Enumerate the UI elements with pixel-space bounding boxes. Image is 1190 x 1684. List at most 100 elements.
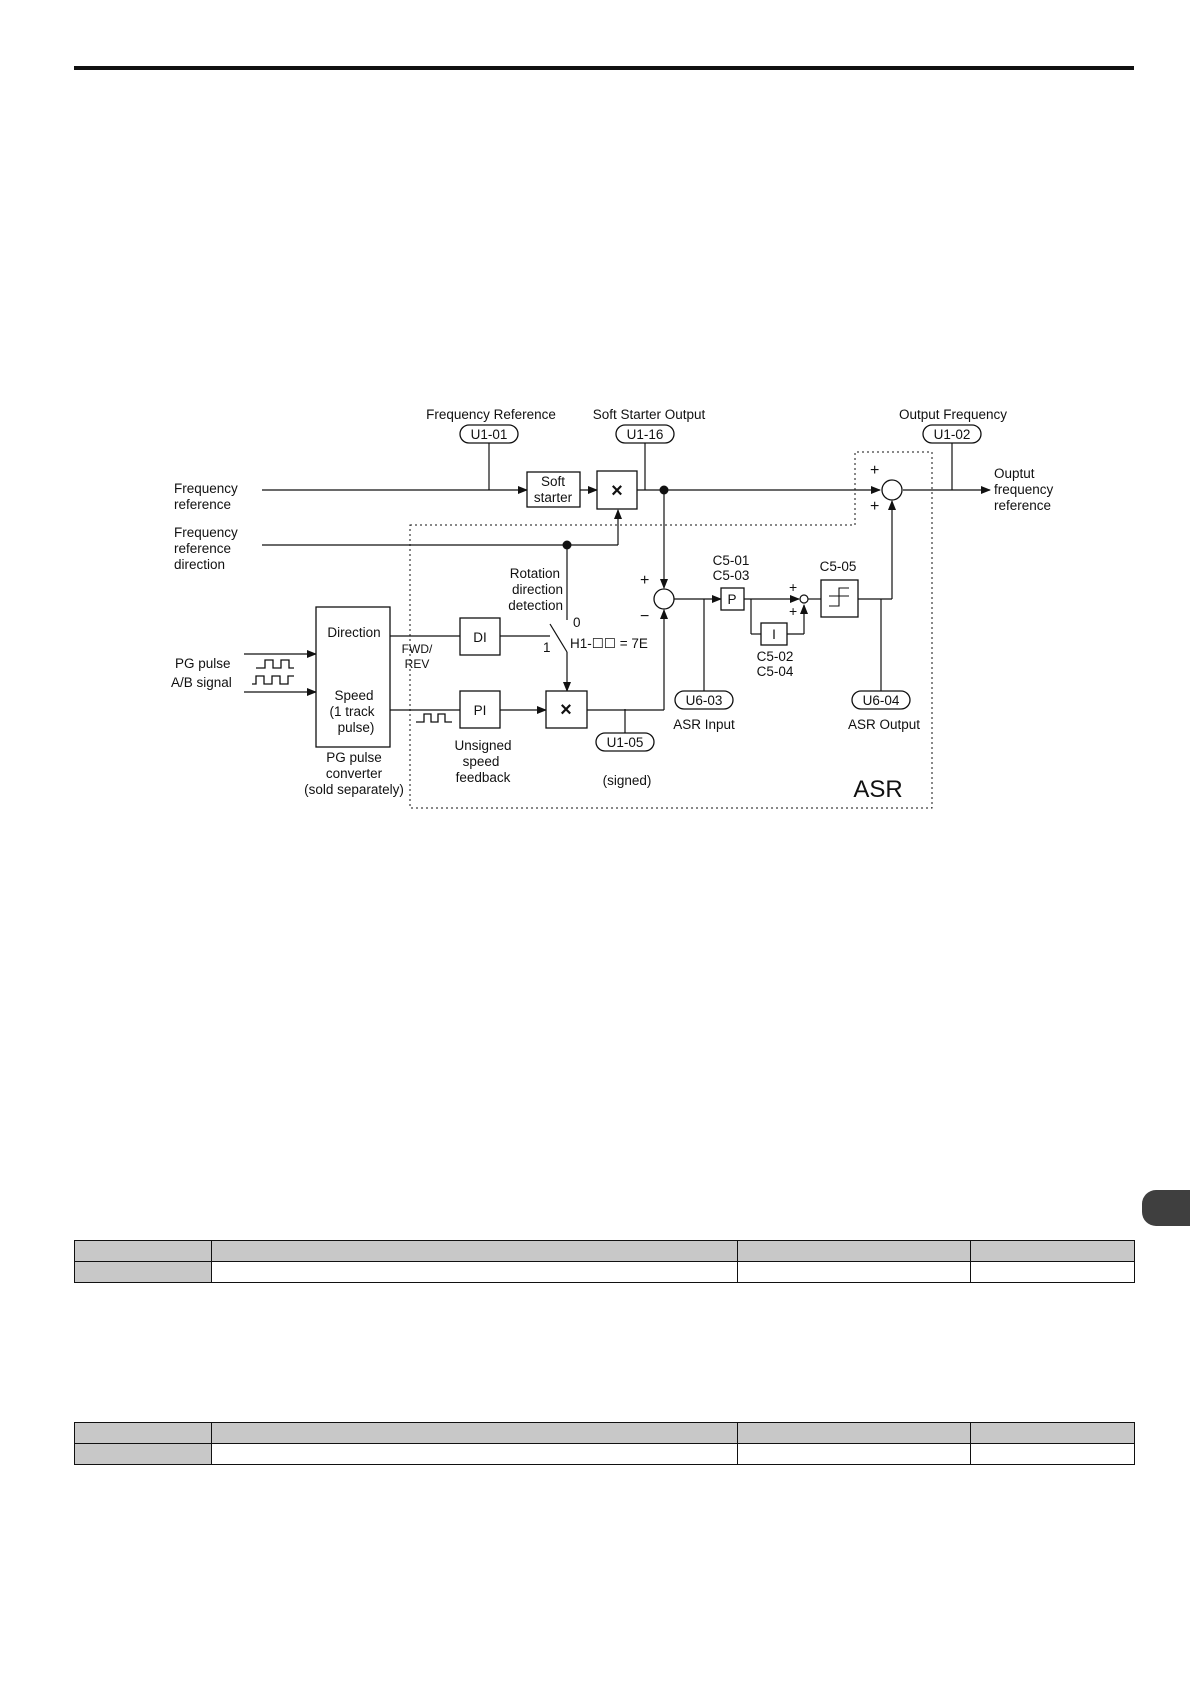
svg-text:U1-16: U1-16 — [627, 427, 664, 442]
label-asr-input: ASR Input — [673, 717, 735, 732]
junction-signs: + − + + + + — [640, 462, 879, 625]
label-asr-output: ASR Output — [848, 717, 920, 732]
svg-text:Frequency: Frequency — [174, 481, 238, 496]
top-rule — [74, 66, 1134, 70]
label-c5-05: C5-05 — [820, 559, 857, 574]
input-frequency-reference-direction: Frequency reference direction — [174, 525, 238, 572]
svg-text:feedback: feedback — [456, 770, 511, 785]
table-header-row — [74, 1240, 1135, 1262]
svg-text:direction: direction — [174, 557, 225, 572]
i-gain-block: I — [760, 622, 788, 646]
junction-dot — [562, 540, 572, 550]
svg-text:reference: reference — [174, 497, 231, 512]
svg-text:U1-05: U1-05 — [607, 735, 644, 750]
table-row — [74, 1261, 1135, 1283]
svg-text:PI: PI — [474, 703, 487, 718]
asr-block-diagram: Frequency Reference Soft Starter Output … — [171, 407, 1054, 809]
label-h1-setting: H1-☐☐ = 7E — [570, 636, 648, 651]
svg-text:starter: starter — [534, 490, 573, 505]
svg-text:I: I — [772, 627, 776, 642]
svg-text:Frequency: Frequency — [174, 525, 238, 540]
svg-text:+: + — [870, 498, 879, 515]
monitor-u1-01: U1-01 — [459, 424, 519, 444]
svg-text:detection: detection — [508, 598, 563, 613]
monitor-u1-05: U1-05 — [595, 732, 655, 752]
svg-text:reference: reference — [994, 498, 1051, 513]
svg-text:direction: direction — [512, 582, 563, 597]
svg-text:×: × — [560, 699, 572, 721]
pulse-train-icon — [252, 659, 452, 723]
svg-text:+: + — [640, 572, 649, 589]
signal-lines — [244, 486, 991, 714]
asr-summing-junction — [653, 588, 675, 610]
direction-multiplier-block: × — [596, 470, 638, 510]
monitor-u1-02: U1-02 — [922, 424, 982, 444]
svg-text:C5-01: C5-01 — [713, 553, 750, 568]
monitor-u6-03: U6-03 — [674, 690, 734, 710]
switch-label-0: 0 — [573, 615, 581, 630]
label-pg-pulse-converter: PG pulse converter (sold separately) — [304, 750, 404, 797]
svg-text:frequency: frequency — [994, 482, 1054, 497]
switch-label-1: 1 — [543, 640, 551, 655]
svg-text:reference: reference — [174, 541, 231, 556]
monitor-u1-16: U1-16 — [615, 424, 675, 444]
input-frequency-reference: Frequency reference — [174, 481, 238, 512]
svg-text:Unsigned: Unsigned — [454, 738, 511, 753]
svg-text:×: × — [611, 480, 623, 502]
parameter-table-1 — [74, 1240, 1135, 1283]
label-soft-starter-output: Soft Starter Output — [593, 407, 706, 422]
soft-starter-block: Soft starter — [526, 471, 581, 508]
label-fwd-rev: FWD/ REV — [402, 642, 433, 671]
svg-text:+: + — [789, 579, 797, 595]
monitor-taps — [488, 443, 953, 733]
svg-text:U1-02: U1-02 — [934, 427, 971, 442]
svg-text:Soft: Soft — [541, 474, 565, 489]
input-pg-pulse: PG pulse A/B signal — [171, 656, 232, 690]
label-c5-02-c5-04: C5-02 C5-04 — [757, 649, 794, 679]
monitor-u6-04: U6-04 — [851, 690, 911, 710]
svg-text:speed: speed — [463, 754, 500, 769]
direction-switch — [549, 623, 568, 653]
svg-text:DI: DI — [473, 630, 487, 645]
svg-text:converter: converter — [326, 766, 383, 781]
p-gain-block: P — [720, 587, 745, 611]
output-frequency-reference: Ouptut frequency reference — [994, 466, 1054, 513]
svg-text:−: − — [640, 608, 649, 625]
svg-text:+: + — [789, 603, 797, 619]
parameter-table-2 — [74, 1422, 1135, 1465]
feedback-multiplier-block: × — [545, 690, 588, 729]
svg-text:PG pulse: PG pulse — [175, 656, 231, 671]
svg-text:FWD/: FWD/ — [402, 642, 433, 656]
svg-text:A/B signal: A/B signal — [171, 675, 232, 690]
label-signed: (signed) — [603, 773, 652, 788]
label-output-frequency: Output Frequency — [899, 407, 1007, 422]
section-tab — [1142, 1190, 1190, 1226]
table-row — [74, 1443, 1135, 1465]
svg-text:Rotation: Rotation — [510, 566, 560, 581]
asr-boundary — [409, 451, 933, 809]
svg-text:PG pulse: PG pulse — [326, 750, 382, 765]
label-c5-01-c5-03: C5-01 C5-03 — [713, 553, 750, 583]
pi-block: PI — [459, 690, 501, 729]
label-unsigned-speed-feedback: Unsigned speed feedback — [454, 738, 511, 785]
svg-text:P: P — [727, 592, 736, 607]
svg-text:C5-02: C5-02 — [757, 649, 794, 664]
svg-text:Speed: Speed — [334, 688, 373, 703]
svg-text:pulse): pulse) — [338, 720, 375, 735]
svg-text:(sold separately): (sold separately) — [304, 782, 404, 797]
label-asr: ASR — [853, 776, 902, 803]
svg-text:+: + — [870, 462, 879, 479]
svg-text:Direction: Direction — [327, 625, 380, 640]
limit-block-c5-05 — [820, 579, 859, 618]
junction-dot — [659, 485, 669, 495]
pi-summing-junction — [799, 594, 809, 604]
svg-text:U6-04: U6-04 — [863, 693, 900, 708]
di-block: DI — [459, 617, 501, 656]
svg-text:U1-01: U1-01 — [471, 427, 508, 442]
table-header-row — [74, 1422, 1135, 1444]
label-frequency-reference: Frequency Reference — [426, 407, 556, 422]
svg-text:(1 track: (1 track — [329, 704, 374, 719]
svg-text:REV: REV — [405, 657, 430, 671]
svg-text:C5-03: C5-03 — [713, 568, 750, 583]
output-summing-junction — [881, 479, 903, 501]
